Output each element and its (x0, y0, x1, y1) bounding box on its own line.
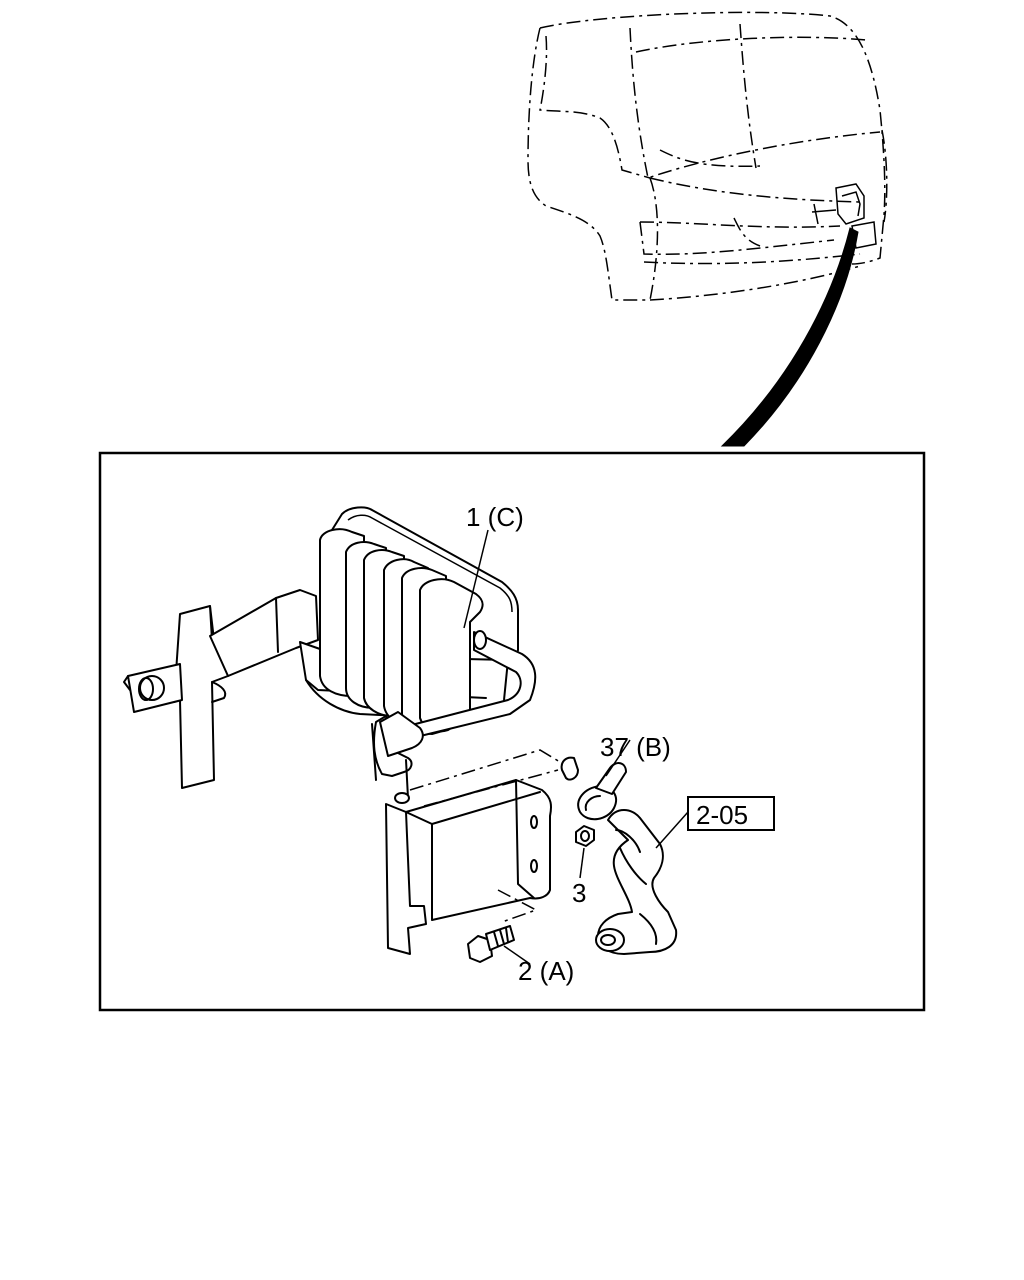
callout-part-2-05-box (687, 796, 775, 831)
callout-part-1[interactable]: 1 (C) (466, 502, 524, 532)
truck-cab-illustration (527, 11, 888, 447)
callout-part-2[interactable]: 2 (A) (518, 956, 574, 986)
callout-part-2-05[interactable]: 2-05 (696, 800, 748, 830)
callout-part-37[interactable]: 37 (B) (600, 732, 671, 762)
heater-unit (299, 506, 537, 804)
nut (575, 825, 595, 847)
left-bracket (123, 589, 319, 789)
bolt (467, 925, 515, 963)
leader-lines (463, 529, 689, 965)
hose (595, 809, 678, 955)
callout-labels: 1 (C) 37 (B) 2-05 3 2 (A) (466, 502, 775, 986)
callout-part-3[interactable]: 3 (572, 878, 586, 908)
mounting-bracket (385, 749, 561, 955)
detail-frame (98, 451, 926, 1012)
hose-clamp (560, 756, 627, 821)
